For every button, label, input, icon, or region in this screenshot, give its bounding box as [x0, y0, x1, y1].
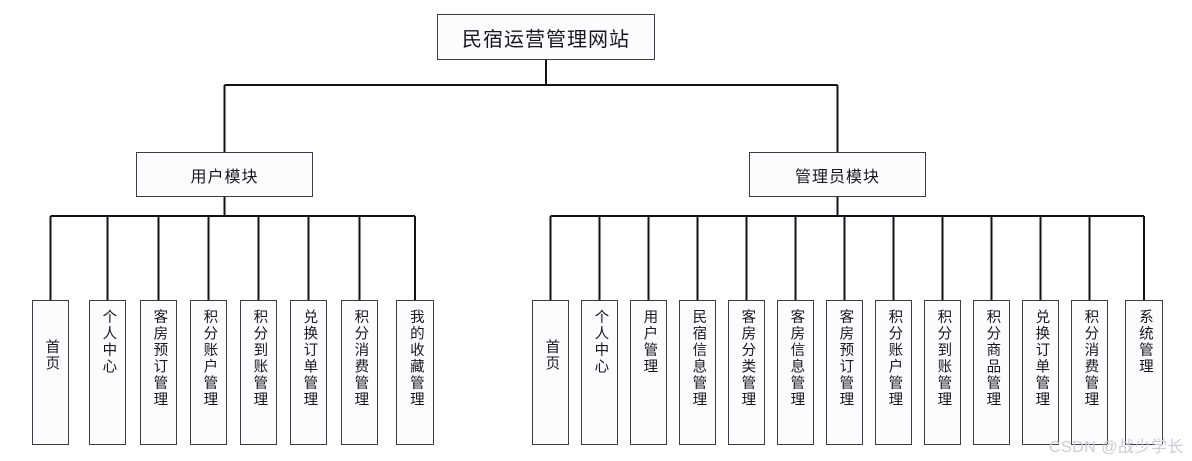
- node-leaf-label: 民宿信息管理: [690, 309, 707, 408]
- node-leaf-label: 客房预订管理: [837, 309, 854, 408]
- node-root-label: 民宿运营管理网站: [462, 28, 630, 51]
- node-leaf-label: 系统管理: [1136, 309, 1153, 375]
- node-leaf-user-module-2[interactable]: 客房预订管理: [140, 300, 177, 445]
- node-leaf-admin-module-2[interactable]: 用户管理: [630, 300, 667, 445]
- node-leaf-label: 我的收藏管理: [407, 309, 424, 408]
- node-leaf-user-module-1[interactable]: 个人中心: [89, 300, 126, 445]
- node-leaf-admin-module-5[interactable]: 客房信息管理: [777, 300, 814, 445]
- node-leaf-admin-module-1[interactable]: 个人中心: [581, 300, 618, 445]
- node-leaf-user-module-0[interactable]: 首页: [32, 300, 69, 445]
- node-leaf-label: 客房分类管理: [739, 309, 756, 408]
- node-leaf-label: 积分到账管理: [935, 309, 952, 408]
- node-leaf-admin-module-12[interactable]: 系统管理: [1125, 300, 1163, 445]
- node-root-site[interactable]: 民宿运营管理网站: [437, 14, 655, 60]
- node-user-module[interactable]: 用户模块: [136, 152, 313, 197]
- watermark-text: CSDN @战少学长: [1048, 439, 1184, 456]
- node-leaf-label: 首页: [43, 339, 60, 372]
- node-leaf-label: 积分账户管理: [886, 309, 903, 408]
- node-leaf-label: 用户管理: [641, 309, 658, 375]
- node-leaf-label: 客房预订管理: [151, 309, 168, 408]
- node-leaf-user-module-3[interactable]: 积分账户管理: [190, 300, 227, 445]
- node-leaf-admin-module-3[interactable]: 民宿信息管理: [679, 300, 716, 445]
- node-module-label: 管理员模块: [794, 168, 880, 186]
- node-leaf-admin-module-10[interactable]: 兑换订单管理: [1022, 300, 1059, 445]
- node-leaf-admin-module-8[interactable]: 积分到账管理: [924, 300, 961, 445]
- node-module-label: 用户模块: [190, 168, 259, 186]
- node-leaf-label: 积分消费管理: [352, 309, 369, 408]
- node-leaf-admin-module-4[interactable]: 客房分类管理: [728, 300, 765, 445]
- node-leaf-label: 兑换订单管理: [1033, 309, 1050, 408]
- node-leaf-user-module-5[interactable]: 兑换订单管理: [290, 300, 327, 445]
- node-leaf-user-module-4[interactable]: 积分到账管理: [240, 300, 277, 445]
- node-leaf-label: 个人中心: [100, 309, 117, 375]
- node-leaf-user-module-7[interactable]: 我的收藏管理: [396, 300, 434, 445]
- node-leaf-label: 积分消费管理: [1082, 309, 1099, 408]
- node-leaf-admin-module-7[interactable]: 积分账户管理: [875, 300, 912, 445]
- node-leaf-user-module-6[interactable]: 积分消费管理: [341, 300, 378, 445]
- node-leaf-label: 积分到账管理: [251, 309, 268, 408]
- node-leaf-admin-module-11[interactable]: 积分消费管理: [1071, 300, 1108, 445]
- node-leaf-admin-module-0[interactable]: 首页: [532, 300, 569, 445]
- node-leaf-label: 兑换订单管理: [301, 309, 318, 408]
- node-leaf-admin-module-6[interactable]: 客房预订管理: [826, 300, 863, 445]
- node-leaf-label: 客房信息管理: [788, 309, 805, 408]
- node-leaf-label: 首页: [543, 339, 560, 372]
- node-leaf-admin-module-9[interactable]: 积分商品管理: [973, 300, 1010, 445]
- node-leaf-label: 积分账户管理: [201, 309, 218, 408]
- node-admin-module[interactable]: 管理员模块: [749, 152, 926, 197]
- node-leaf-label: 积分商品管理: [984, 309, 1001, 408]
- node-leaf-label: 个人中心: [592, 309, 609, 375]
